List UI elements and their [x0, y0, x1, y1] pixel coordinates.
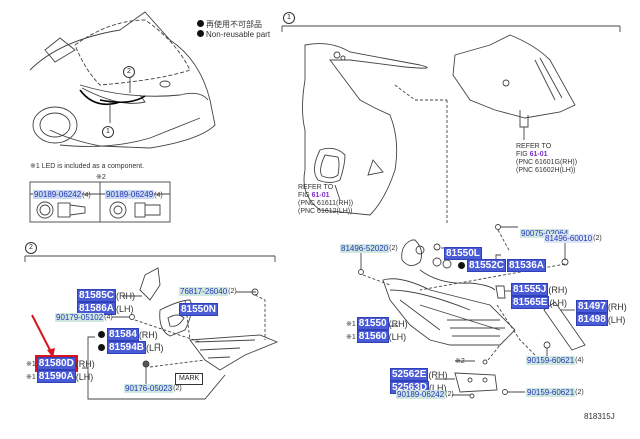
part-90179-05102[interactable]: 90179-05102	[55, 313, 105, 322]
part-label-90159-2: 90159-60621(2)	[526, 388, 584, 397]
part-90176-05023[interactable]: 90176-05023	[124, 384, 174, 393]
part-label-81496-60010: 81496-60010(2)	[544, 234, 602, 243]
part-81550L[interactable]: 81550L	[444, 247, 482, 260]
non-reusable-dot-icon	[98, 344, 105, 351]
part-81580D[interactable]: 81580D	[34, 355, 78, 372]
bulb-part-1[interactable]: 90189-06242(4)	[33, 190, 91, 199]
non-reusable-dot-icon	[458, 262, 465, 269]
car-illustration	[29, 11, 216, 149]
part-label-81497-81498: 81497(RH) 81498(LH)	[576, 300, 627, 326]
part-90159-60621[interactable]: 90159-60621	[526, 388, 576, 397]
part-90075-02064[interactable]: 90075-02064	[520, 229, 570, 238]
part-label-81555J-81565E: 81555J(RH) 81565E(LH)	[511, 283, 568, 309]
part-81584[interactable]: 81584	[107, 328, 139, 341]
part-label-81536A: 81536A	[507, 255, 547, 273]
part-label-81550L: 81550L	[444, 243, 482, 261]
part-81594B[interactable]: 81594B	[107, 341, 147, 354]
non-reusable-dot-icon	[197, 20, 204, 27]
part-81496-52020[interactable]: 81496-52020	[340, 244, 390, 253]
part-81497[interactable]: 81497	[576, 300, 608, 313]
part-81565E[interactable]: 81565E	[511, 296, 550, 309]
part-90189-06242[interactable]: 90189-06242	[396, 390, 446, 399]
part-81585C[interactable]: 81585C	[77, 289, 117, 302]
part-label-90179: 90179-05102(4)	[55, 313, 113, 322]
part-81550N[interactable]: 81550N	[179, 303, 219, 316]
non-reusable-dot-icon	[197, 30, 204, 37]
part-label-90075: 90075-02064	[520, 223, 570, 241]
refer-to-inner-panel: REFER TO FIG 61-01 (PNC 61611(RH)) (PNC …	[298, 184, 354, 215]
non-reusable-dot-icon	[98, 331, 105, 338]
part-52562E[interactable]: 52562E	[390, 368, 429, 381]
part-label-81550N: 81550N	[179, 299, 219, 317]
part-81496-60010[interactable]: 81496-60010	[544, 234, 594, 243]
part-label-90159-4: 90159-60621(4)	[526, 356, 584, 365]
diagram-id: 818315J	[584, 412, 615, 421]
refer-to-housing: REFER TO FIG 61-01 (PNC 61601G(RH)) (PNC…	[516, 143, 578, 174]
part-81560[interactable]: 81560	[356, 330, 389, 343]
part-label-52562E-52563D: 52562E(RH) 52563D(LH)	[390, 368, 448, 394]
part-label-81496-52020: 81496-52020(2)	[340, 244, 398, 253]
part-label-90176: 90176-05023(2)	[124, 384, 182, 393]
part-label-81585C-81586A: 81585C(RH) 81586A(LH)	[77, 289, 136, 315]
callout-1: 1	[102, 126, 114, 138]
note-mark2: ※2	[455, 358, 465, 365]
group-1-label: 1	[283, 12, 295, 24]
fig-link[interactable]: 61-01	[311, 192, 330, 199]
part-81555J[interactable]: 81555J	[511, 283, 549, 296]
part-90159-60621[interactable]: 90159-60621	[526, 356, 576, 365]
part-81536A[interactable]: 81536A	[507, 259, 547, 272]
legend-non-reusable-en: Non-reusable part	[197, 30, 270, 39]
bulb-part-2[interactable]: 90189-06249(4)	[105, 190, 163, 199]
part-81590A[interactable]: 81590A	[36, 370, 76, 383]
led-note: ※1 LED is included as a component.	[30, 163, 145, 170]
part-label-81552C: 81552C	[458, 259, 507, 272]
legend-non-reusable-jp: 再使用不可部品	[197, 20, 262, 29]
bulb-table-note: ※2	[96, 174, 106, 181]
part-label-90189-06242: 90189-06242(2)	[396, 390, 454, 399]
part-label-76817: 76817-26040(2)	[179, 287, 237, 296]
part-81498[interactable]: 81498	[576, 313, 608, 326]
callout-2: 2	[123, 66, 135, 78]
highlight-arrow	[31, 314, 55, 358]
part-76817-26040[interactable]: 76817-26040	[179, 287, 229, 296]
group-2-label: 2	[25, 242, 37, 254]
part-label-81584-81594B: 81584(RH) 81594B(LH)	[98, 328, 164, 354]
mark-label: MARK	[175, 373, 204, 385]
part-81552C[interactable]: 81552C	[467, 259, 507, 272]
fig-link[interactable]: 61-01	[529, 151, 548, 158]
part-81550[interactable]: 81550	[356, 317, 389, 330]
